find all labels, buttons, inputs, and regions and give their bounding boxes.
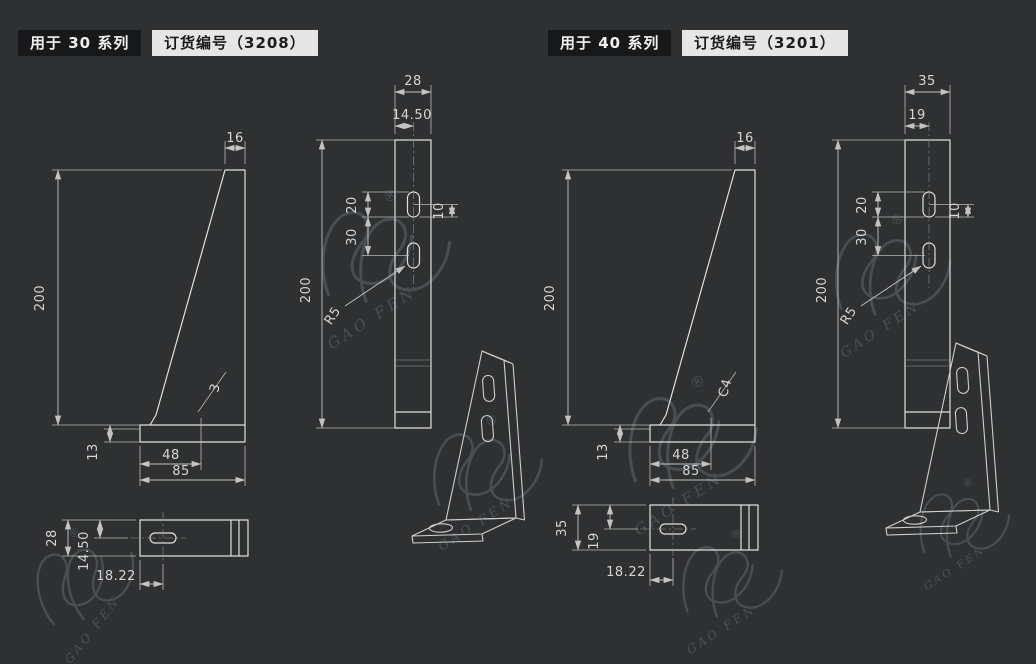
front-view-30: 16 200 13 48 85 3 [33,131,246,486]
extension-lines [832,85,974,429]
front-view-40: 16 200 13 48 85 C4 [543,131,756,486]
dim-height: 200 [543,285,558,311]
bend-lines [230,520,240,556]
dim-width: 28 [45,529,60,547]
dim-slot-pitch: 30 [345,228,360,246]
dim-top-width: 16 [226,131,244,146]
dim-slot-width: 10 [948,202,963,220]
dim-slot-length: 20 [855,196,870,214]
extension-lines [316,85,458,429]
series-badge-40: 用于 40 系列 [548,30,672,56]
dim-width: 28 [404,74,422,89]
dim-height: 200 [815,277,830,303]
plate-outline [904,139,951,429]
bottom-view-30: 14.50 28 18.22 [45,512,249,590]
extension-lines [52,141,246,486]
dim-slot-offset: 18.22 [606,565,646,580]
bottom-view-40: 19 35 18.22 [555,497,759,586]
foot-slot [149,532,177,544]
watermark-logo [643,516,796,659]
dim-top-width: 16 [736,131,754,146]
dim-slot-length: 20 [345,196,360,214]
dim-slot-position: 48 [672,448,690,463]
dim-slot-offset: 18.22 [96,569,136,584]
watermark-logo [884,466,1022,595]
dim-slot-position: 48 [162,448,180,463]
bend-ticks [395,359,431,367]
center-lines [640,497,696,556]
radius-leader [860,265,922,307]
watermark-logo [272,173,468,355]
chamfer-note: 3 [207,382,224,395]
upper-slot [406,191,421,218]
dim-foot-height: 13 [596,443,611,461]
radius-leader [344,265,406,307]
order-number-badge-3208: 订货编号（3208） [152,30,318,56]
foot-outline [649,504,759,551]
dim-foot-length: 85 [172,464,190,479]
dim-slot-center: 19 [908,108,926,123]
lower-slot [406,242,421,269]
dim-width: 35 [555,519,570,537]
isometric-view-40 [885,342,1000,536]
dim-slot-center: 14.50 [392,108,432,123]
foot-outline [139,519,249,557]
chamfer-note: C4 [716,377,735,399]
dim-slot-width: 10 [432,202,447,220]
dim-slot-center: 14.50 [77,531,92,571]
dim-slot-radius: R5 [322,304,345,328]
dim-foot-height: 13 [86,443,101,461]
plate-outline [394,139,432,429]
dim-height: 200 [299,277,314,303]
center-lines [130,512,186,562]
order-number-badge-3201: 订货编号（3201） [682,30,848,56]
dim-slot-pitch: 30 [855,228,870,246]
dim-width: 35 [918,74,936,89]
dim-foot-length: 85 [682,464,700,479]
dim-slot-center: 19 [587,532,602,550]
dim-height: 200 [33,285,48,311]
isometric-view-30 [411,350,526,544]
bend-lines [740,505,750,550]
bend-ticks [905,359,950,367]
side-view-40: 35 19 20 30 10 200 R5 [815,74,974,429]
extension-lines [562,141,756,486]
watermark-logo [391,401,558,556]
watermark-layer [1,173,1022,664]
foot-slot [659,523,687,535]
bracket-outline [139,169,246,443]
series-badge-30: 用于 30 系列 [18,30,142,56]
lower-slot [922,242,936,269]
bracket-outline [649,169,756,443]
upper-slot [922,191,936,218]
